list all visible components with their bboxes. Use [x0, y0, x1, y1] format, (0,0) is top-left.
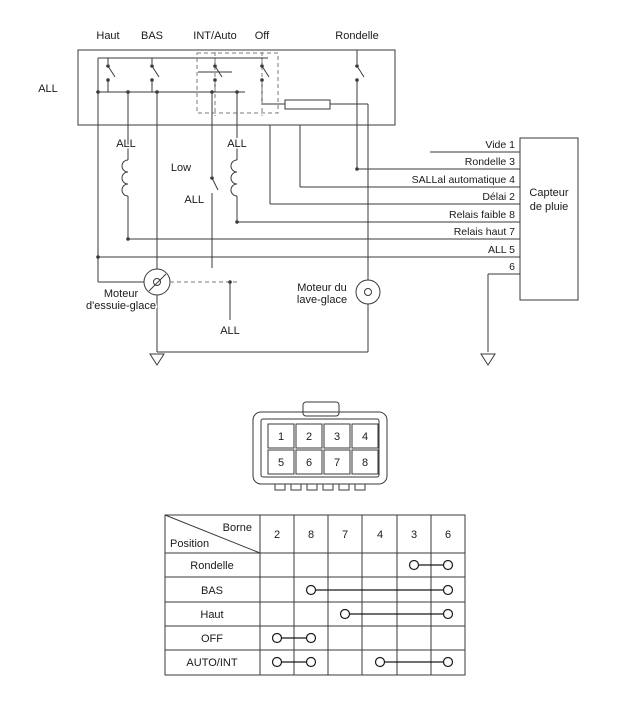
- washer-motor-label-1: Moteur du: [297, 282, 347, 294]
- washer-motor: Moteur du lave-glace: [295, 279, 381, 352]
- pin-label: Rondelle 3: [465, 156, 515, 168]
- linkage-outline: [196, 52, 279, 114]
- table-col-header: 2: [274, 529, 280, 541]
- table-row-label: AUTO/INT: [186, 657, 237, 669]
- connector-inner: [260, 418, 380, 478]
- table-corner-bottom: Position: [170, 538, 209, 550]
- label-all-coil-left: ALL: [116, 138, 136, 150]
- wiper-motor: Moteur d'essuie-glace ALL: [85, 257, 241, 352]
- pin-label: SALLal automatique 4: [412, 174, 515, 186]
- wiper-motor-label-1: Moteur: [104, 288, 139, 300]
- pin-label: Vide 1: [485, 139, 515, 151]
- continuity-terminal: [442, 559, 454, 571]
- continuity-terminal: [305, 632, 317, 644]
- connector-cavities: 1 2 3 4 5 6 7 8: [267, 423, 379, 475]
- ground-symbols: [149, 351, 496, 366]
- continuity-terminal: [442, 656, 454, 668]
- table-col-header: 3: [411, 529, 417, 541]
- label-all-coil-right: ALL: [227, 138, 247, 150]
- washer-motor-label-2: lave-glace: [297, 294, 347, 306]
- table-col-header: 4: [377, 529, 383, 541]
- rain-sensor-label-1: Capteur: [529, 187, 568, 199]
- table-corner-top: Borne: [223, 522, 252, 534]
- rain-sensor-box: Capteur de pluie: [519, 137, 579, 301]
- continuity-terminal: [271, 656, 283, 668]
- label-low: Low: [171, 162, 191, 174]
- label-all-mid: ALL: [184, 194, 204, 206]
- ground-icon: [149, 353, 165, 366]
- relay-coil-right: [230, 159, 238, 197]
- pin-label: Relais haut 7: [454, 226, 515, 238]
- pin-label: Relais faible 8: [449, 209, 515, 221]
- table-col-header: 6: [445, 529, 451, 541]
- cavity-number: 8: [362, 457, 368, 469]
- main-wiring: ALL Low ALL ALL: [97, 58, 369, 280]
- pin-label: ALL 5: [488, 244, 515, 256]
- continuity-terminal: [305, 656, 317, 668]
- rain-sensor-outline: [519, 137, 579, 301]
- table-col-header: 7: [342, 529, 348, 541]
- label-all-left: ALL: [38, 83, 58, 95]
- cavity-number: 4: [362, 431, 368, 443]
- continuity-terminal: [271, 632, 283, 644]
- wiper-motor-label-2: d'essuie-glace: [86, 300, 156, 312]
- table-outline: [164, 514, 466, 676]
- rain-sensor-label-2: de pluie: [530, 201, 569, 213]
- label-all-bottom: ALL: [220, 325, 240, 337]
- pin-wires: Vide 1 Rondelle 3 SALLal automatique 4 D…: [98, 138, 520, 352]
- switch-label-off: Off: [255, 30, 270, 42]
- connector-outline: [252, 411, 388, 485]
- switch-label-bas: BAS: [141, 30, 163, 42]
- continuity-terminal: [339, 608, 351, 620]
- connector-diagram: 1 2 3 4 5 6 7 8: [252, 401, 388, 491]
- cavity-number: 3: [334, 431, 340, 443]
- cavity-number: 1: [278, 431, 284, 443]
- washer-motor-hub: [364, 288, 372, 296]
- continuity-terminal: [305, 584, 317, 596]
- relay-coil-left: [121, 159, 129, 197]
- table-connections: [271, 559, 454, 668]
- table-col-header: 8: [308, 529, 314, 541]
- cavity-number: 6: [306, 457, 312, 469]
- continuity-terminal: [408, 559, 420, 571]
- washer-switch-bar: [284, 99, 331, 110]
- table-row-label: BAS: [201, 585, 223, 597]
- table-row-label: Rondelle: [190, 560, 233, 572]
- switch-label-int-auto: INT/Auto: [193, 30, 236, 42]
- switch-label-haut: Haut: [96, 30, 119, 42]
- pin-label: Délai 2: [482, 191, 515, 203]
- pin-label: 6: [509, 261, 515, 273]
- table-row-label: Haut: [200, 609, 223, 621]
- wiper-switch-box: Haut BAS INT/Auto Off Rondelle ALL: [38, 30, 396, 169]
- continuity-terminal: [374, 656, 386, 668]
- continuity-table: Borne Position 2 8 7 4 3 6 Rondelle BAS …: [164, 514, 466, 676]
- switch-internal-wiring: [98, 50, 368, 169]
- connector-notches: [274, 483, 366, 491]
- cavity-number: 7: [334, 457, 340, 469]
- cavity-number: 2: [306, 431, 312, 443]
- connector-lock-tab: [302, 401, 340, 417]
- wiper-motor-hub: [153, 278, 161, 286]
- continuity-terminal: [442, 584, 454, 596]
- continuity-terminal: [442, 608, 454, 620]
- ground-icon: [480, 353, 496, 366]
- switch-label-rondelle: Rondelle: [335, 30, 378, 42]
- junction-dots: [96, 64, 359, 284]
- cavity-number: 5: [278, 457, 284, 469]
- table-row-label: OFF: [201, 633, 223, 645]
- table-corner-diagonal: [164, 514, 261, 554]
